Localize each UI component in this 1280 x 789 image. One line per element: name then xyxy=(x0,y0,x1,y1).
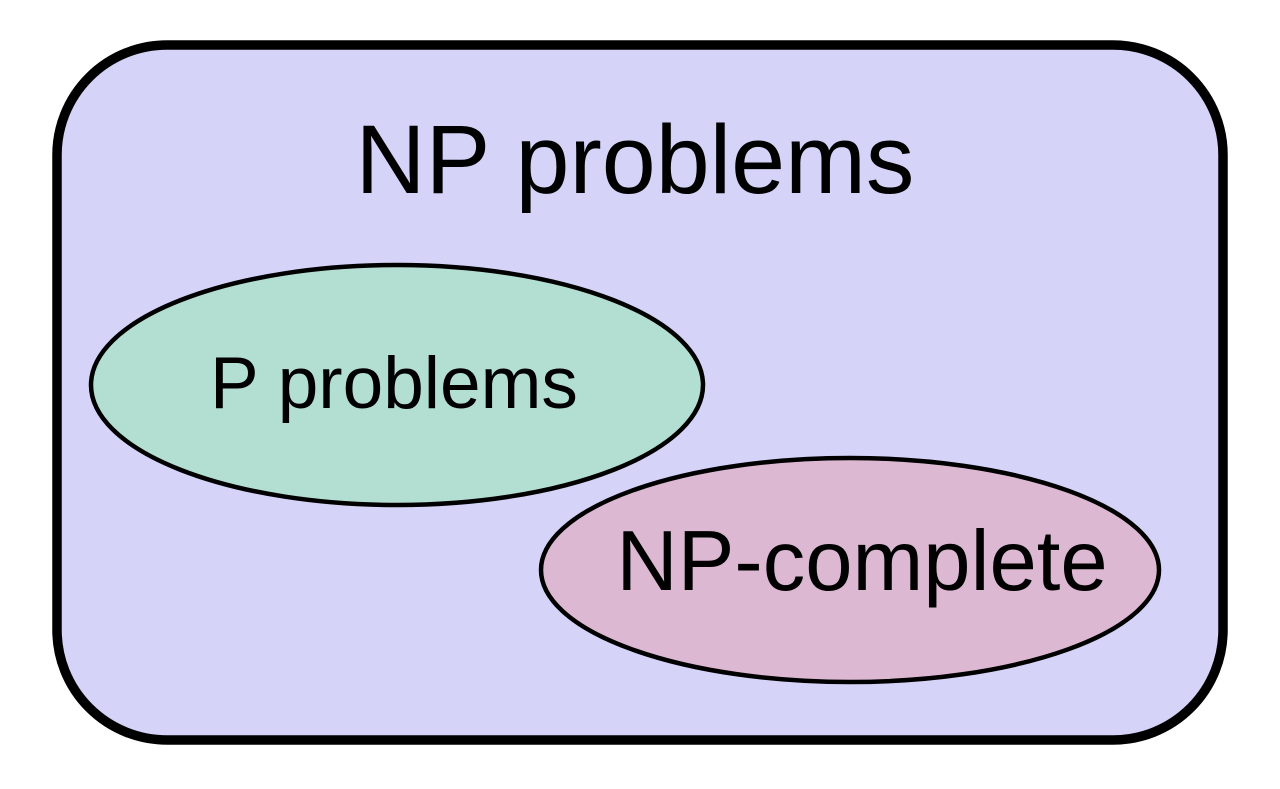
np-complete-set-shape xyxy=(538,455,1162,685)
np-complete-label: NP-complete xyxy=(616,514,1107,609)
np-problems-label: NP problems xyxy=(356,105,915,214)
p-problems-set-shape xyxy=(88,262,706,508)
p-problems-label: P problems xyxy=(210,343,578,424)
